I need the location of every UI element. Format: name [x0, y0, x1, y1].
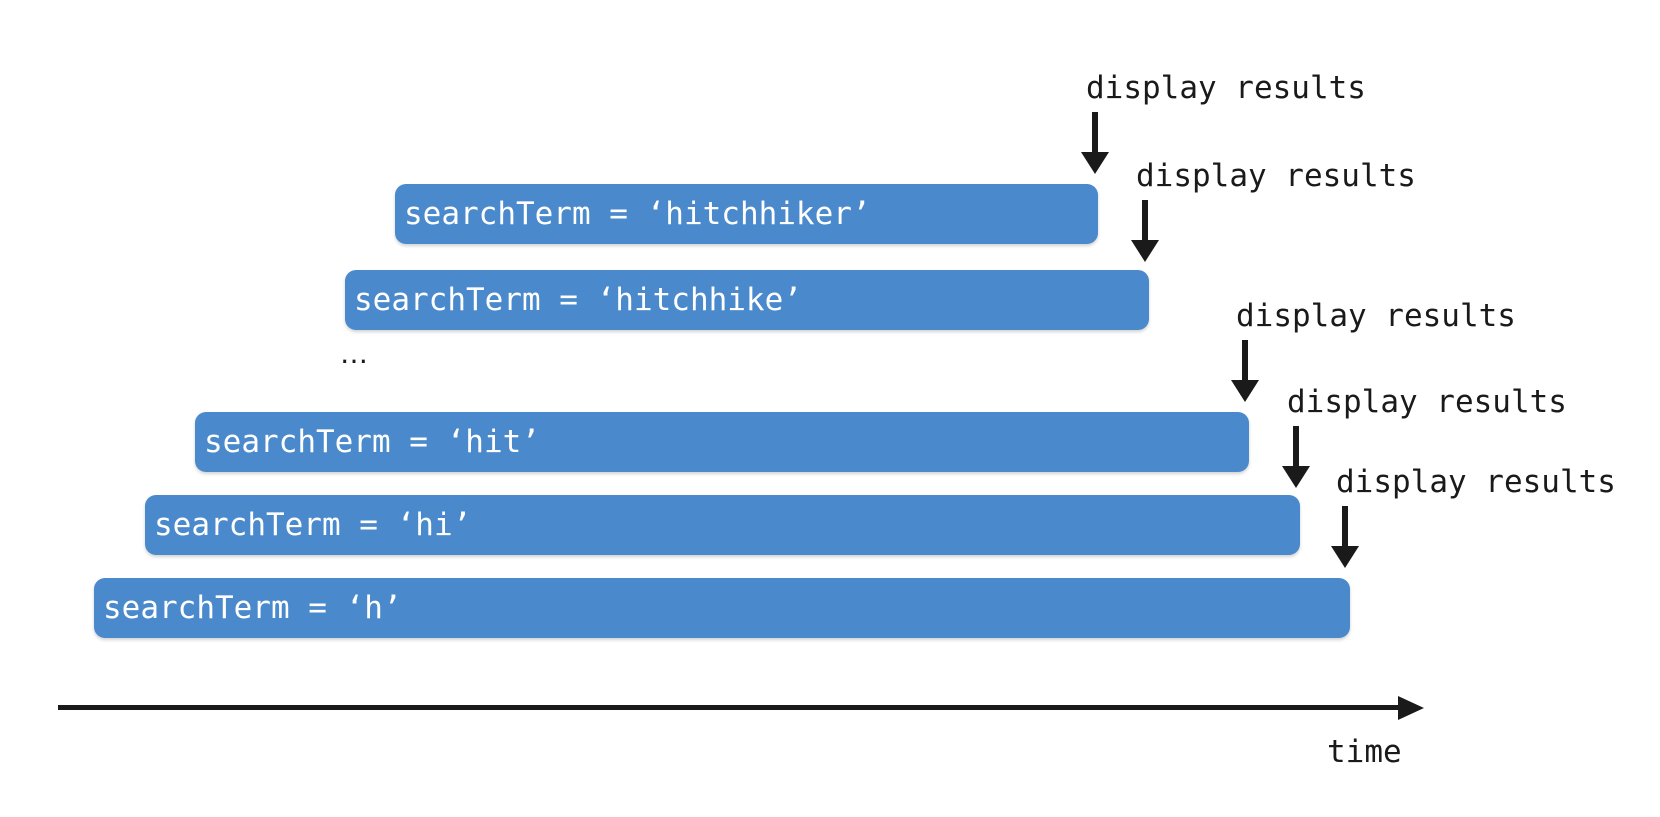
- arrow-down-icon: [1330, 506, 1360, 568]
- arrow-right-icon: [1398, 696, 1424, 720]
- ellipsis: …: [340, 337, 368, 370]
- time-axis-label: time: [1327, 734, 1402, 770]
- display-results-label-hi: display results: [1287, 384, 1567, 420]
- search-bar-hit: searchTerm = ‘hit’: [195, 412, 1249, 472]
- display-results-label-hitchhike: display results: [1136, 158, 1416, 194]
- arrow-down-icon: [1281, 426, 1311, 488]
- search-bar-hitchhiker: searchTerm = ‘hitchhiker’: [395, 184, 1098, 244]
- display-results-label-h: display results: [1336, 464, 1616, 500]
- arrow-down-icon: [1080, 112, 1110, 174]
- time-axis: [58, 696, 1424, 720]
- display-results-label-hit: display results: [1236, 298, 1516, 334]
- display-results-label-hitchhiker: display results: [1086, 70, 1366, 106]
- search-bar-hitchhike: searchTerm = ‘hitchhike’: [345, 270, 1149, 330]
- arrow-down-icon: [1130, 200, 1160, 262]
- arrow-down-icon: [1230, 340, 1260, 402]
- axis-line: [58, 705, 1400, 710]
- search-bar-h: searchTerm = ‘h’: [94, 578, 1350, 638]
- search-bar-hi: searchTerm = ‘hi’: [145, 495, 1300, 555]
